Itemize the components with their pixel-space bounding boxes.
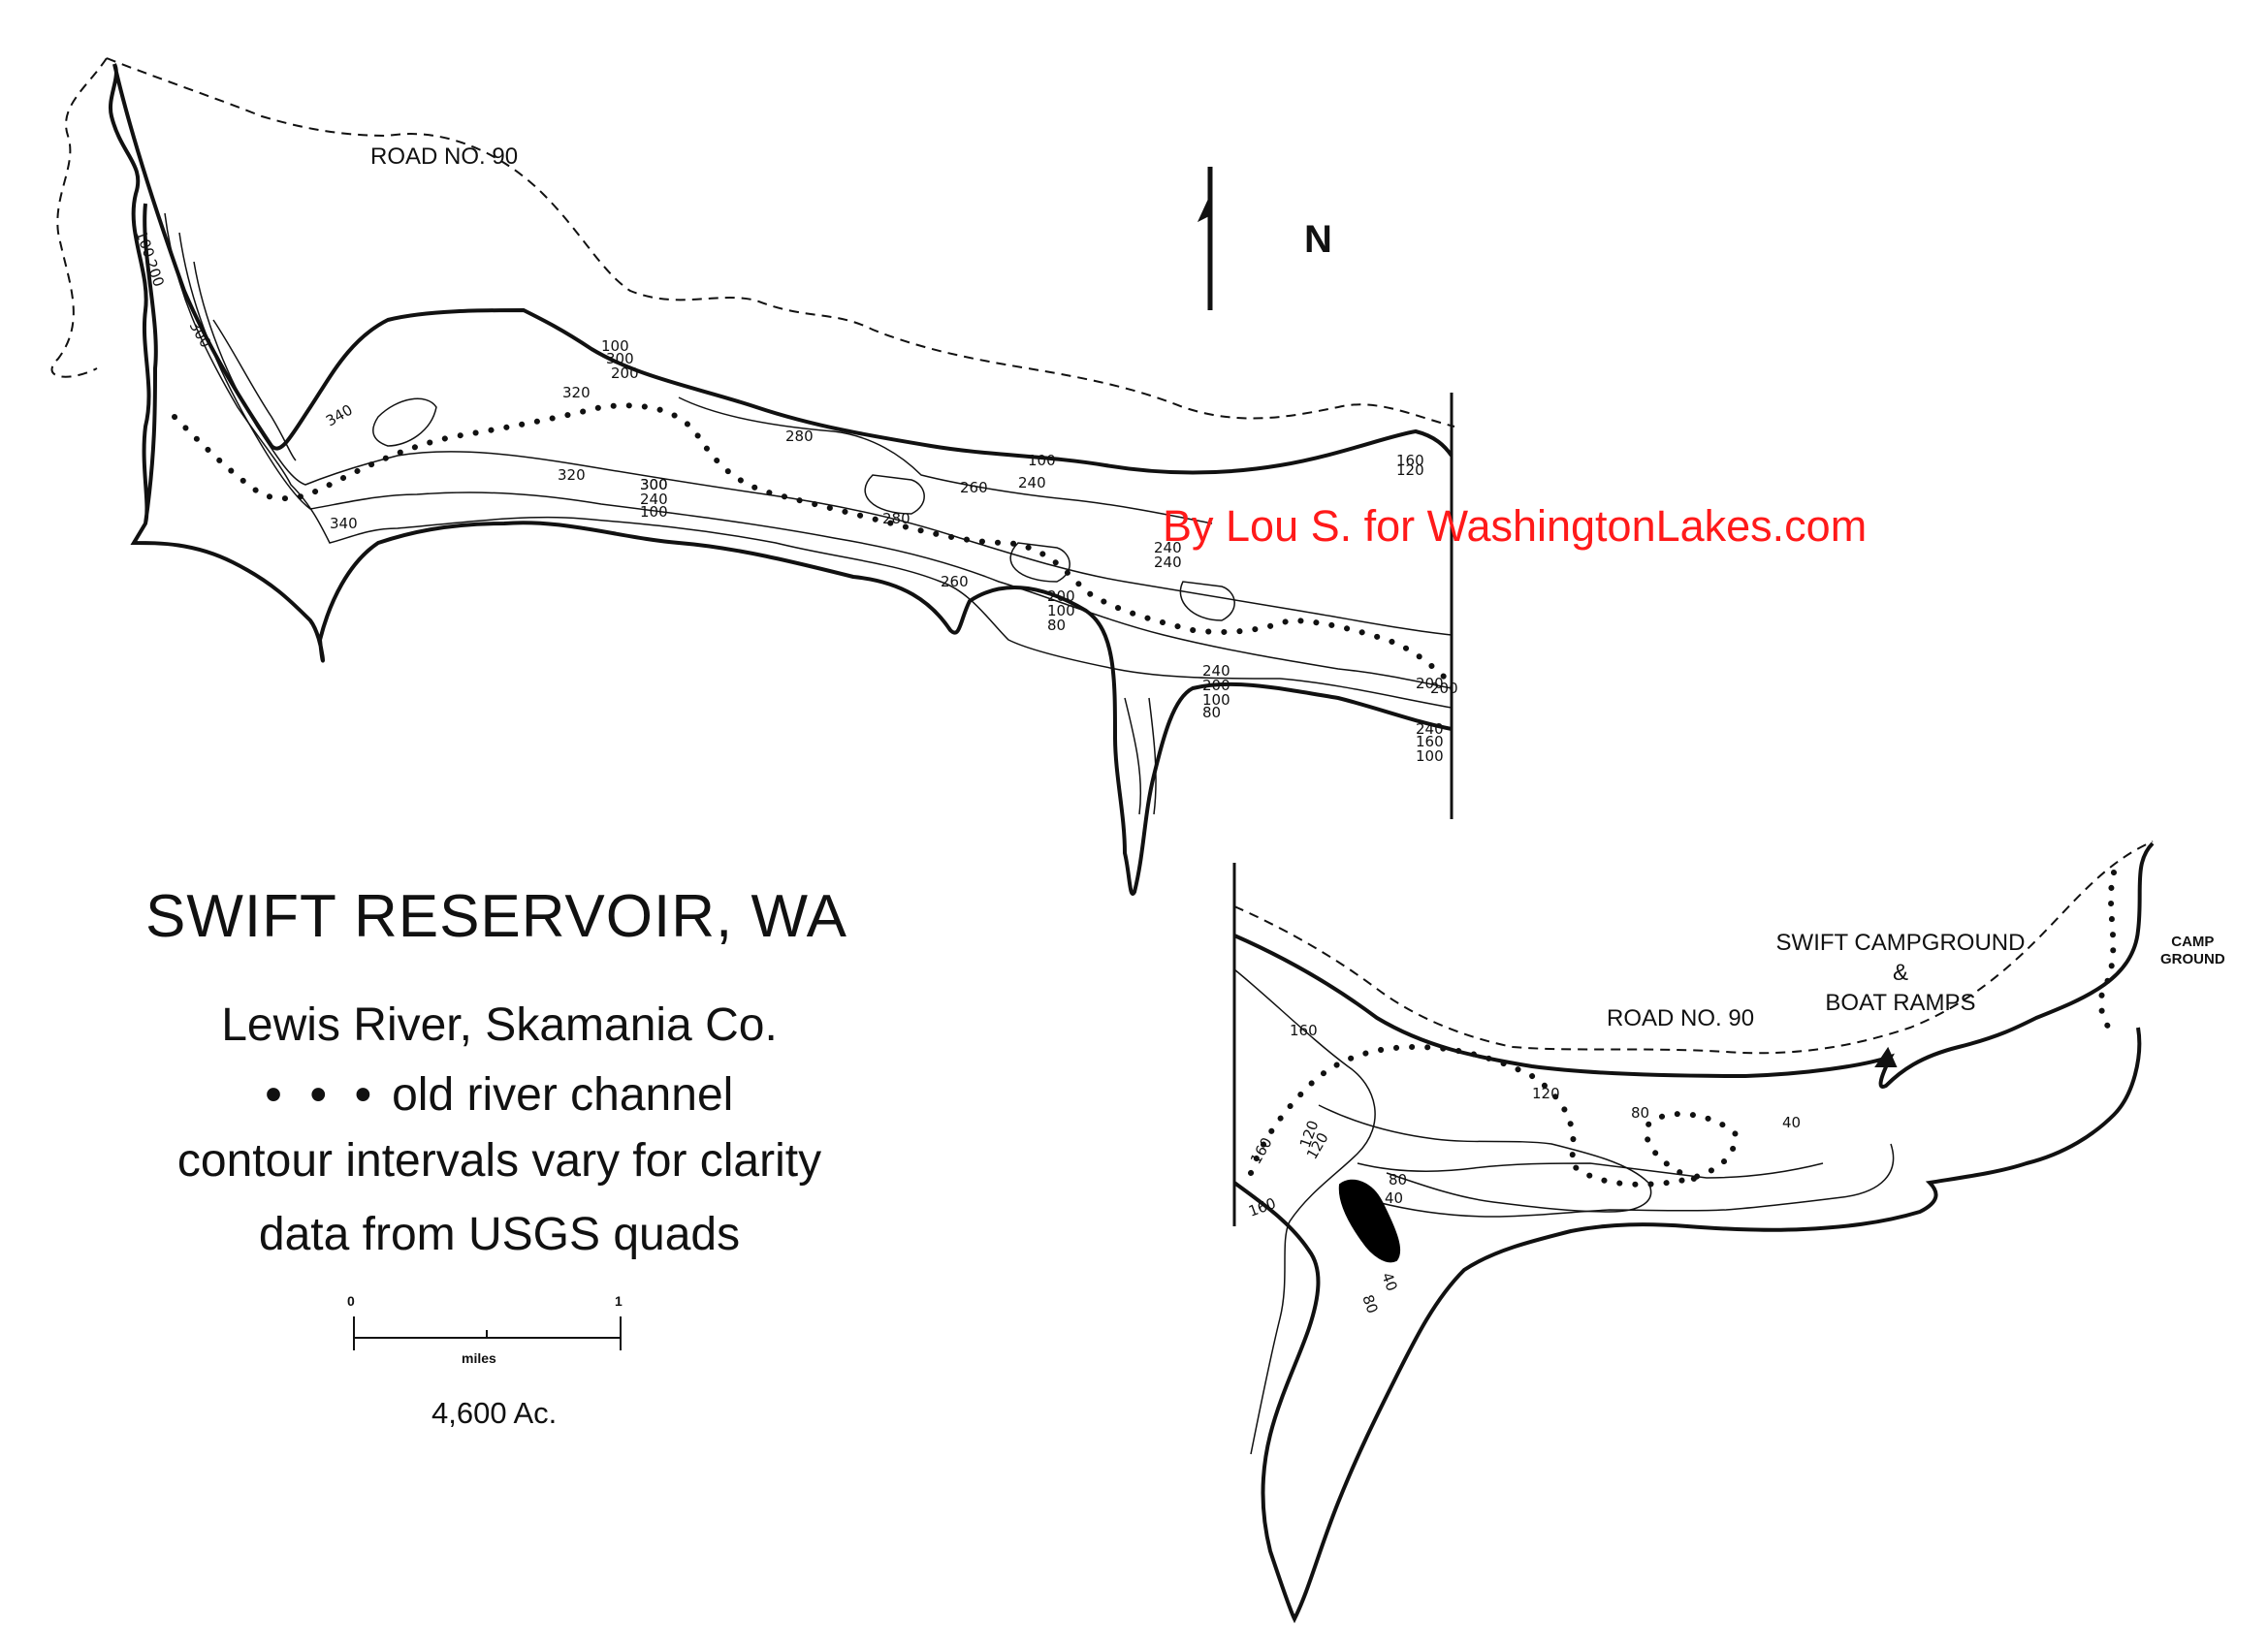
camp-ground-line-1: CAMP <box>2171 934 2215 950</box>
depth-label: 240 <box>1154 554 1182 571</box>
lower-contour-160 <box>1233 968 1376 1455</box>
scale-end-label: 1 <box>615 1293 623 1309</box>
depth-label: 80 <box>1202 704 1221 721</box>
depth-label: 100 <box>1202 691 1230 709</box>
campground-line-2: & <box>1892 960 1908 986</box>
island <box>1338 1179 1401 1263</box>
credit-text: By Lou S. for WashingtonLakes.com <box>1163 501 1868 551</box>
depth-label: 320 <box>558 466 586 484</box>
depth-label: 160 <box>1396 452 1424 469</box>
upper-contour-100 <box>164 212 1453 709</box>
depth-label: 200 <box>1047 587 1075 605</box>
legend-line-2: • • • old river channel <box>0 1068 999 1122</box>
depth-label: 260 <box>941 573 969 590</box>
legend-line-1: Lewis River, Skamania Co. <box>221 999 778 1051</box>
upper-depth-labels: 100 200 300 340 340 320 320 300 280 260 … <box>132 228 1457 765</box>
depth-label: 200 <box>611 364 639 382</box>
upper-contour-260 <box>864 474 1235 621</box>
depth-label: 240 <box>1154 539 1182 556</box>
upper-south-arm <box>1124 697 1157 815</box>
north-arrow <box>1197 167 1213 310</box>
depth-label: 100 <box>601 337 629 355</box>
depth-label: 340 <box>323 401 356 430</box>
camp-ground-line-2: GROUND <box>2160 951 2225 967</box>
road-label-upper: ROAD NO. 90 <box>370 143 519 170</box>
depth-label: 300 <box>606 350 634 367</box>
depth-label: 200 <box>1416 675 1444 692</box>
depth-label: 160 <box>1247 1134 1276 1167</box>
scale-start-label: 0 <box>347 1293 355 1309</box>
depth-label: 300 <box>640 476 668 493</box>
depth-label: 80 <box>1389 1171 1407 1188</box>
lower-road-line <box>1233 840 2154 1055</box>
depth-label: 100 <box>132 228 158 260</box>
depth-label: 300 <box>640 476 668 493</box>
depth-label: 160 <box>1416 733 1444 750</box>
depth-label: 100 <box>1028 452 1056 469</box>
camp-ground-label: CAMP GROUND <box>2160 934 2225 968</box>
depth-label: 320 <box>562 384 591 401</box>
depth-label: 120 <box>1396 461 1424 479</box>
legend-line-3: contour intervals vary for clarity <box>176 1135 822 1187</box>
upper-contour-300 <box>193 261 1453 636</box>
depth-label: 240 <box>1416 720 1444 738</box>
channel-text: old river channel <box>392 1069 734 1121</box>
depth-label: 160 <box>1290 1022 1318 1039</box>
depth-label: 240 <box>1018 474 1046 491</box>
lower-contour-120 <box>1318 1104 1652 1213</box>
depth-label: 100 <box>640 503 668 521</box>
upper-shoreline <box>108 63 1453 896</box>
lower-contour-40 <box>1376 1143 1895 1218</box>
depth-label: 120 <box>1532 1085 1560 1102</box>
upper-basin <box>50 57 1455 896</box>
depth-label: 240 <box>640 491 668 508</box>
campground-line-1: SWIFT CAMPGROUND <box>1775 930 2026 956</box>
boat-ramp-marker <box>1874 1046 1898 1067</box>
area-label: 4,600 Ac. <box>431 1396 558 1430</box>
legend-line-4: data from USGS quads <box>258 1209 741 1260</box>
upper-contour-340 <box>212 319 437 461</box>
depth-label: 280 <box>785 428 814 445</box>
lower-basin <box>1232 840 2155 1624</box>
depth-label: 260 <box>960 479 988 496</box>
lower-old-river-channel <box>1248 1043 1740 1188</box>
north-label: N <box>1304 218 1332 261</box>
upper-old-river-channel <box>172 402 1454 686</box>
road-label-lower: ROAD NO. 90 <box>1607 1005 1755 1031</box>
depth-label: 40 <box>1782 1114 1801 1131</box>
depth-label: 80 <box>1631 1104 1649 1122</box>
depth-label: 340 <box>330 515 358 532</box>
map-title: SWIFT RESERVOIR, WA <box>145 883 848 950</box>
lower-camp-dots <box>2097 870 2117 1040</box>
channel-symbol: • • • <box>265 1069 379 1121</box>
scale-unit-label: miles <box>462 1350 496 1366</box>
depth-label: 80 <box>1358 1292 1381 1315</box>
depth-label: 160 <box>1246 1194 1278 1220</box>
depth-label: 240 <box>1202 662 1230 680</box>
lower-contour-80 <box>1357 1162 1824 1179</box>
upper-road-line <box>50 57 1455 428</box>
depth-label: 100 <box>1416 747 1444 765</box>
campground-line-3: BOAT RAMPS <box>1825 990 1976 1016</box>
upper-contour-200 <box>178 232 1453 689</box>
depth-label: 40 <box>1378 1270 1400 1293</box>
depth-label: 200 <box>1430 680 1458 697</box>
campground-label: SWIFT CAMPGROUND & BOAT RAMPS <box>1750 928 2051 1018</box>
upper-contour-280 <box>678 396 1213 524</box>
depth-label: 200 <box>1202 677 1230 694</box>
scale-bar <box>353 1316 622 1350</box>
depth-label: 280 <box>882 510 910 527</box>
depth-label: 100 <box>1047 602 1075 619</box>
depth-label: 40 <box>1385 1189 1403 1207</box>
depth-label: 80 <box>1047 617 1066 634</box>
